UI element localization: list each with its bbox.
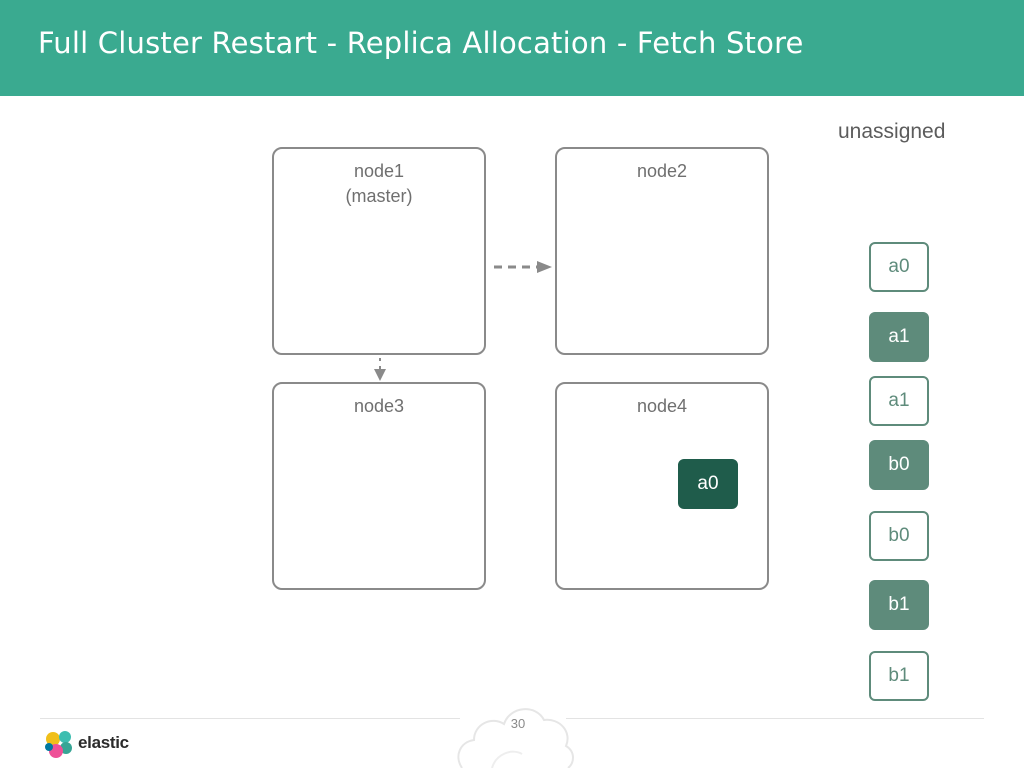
- unassigned-shard-a1-replica: a1: [869, 376, 929, 426]
- arrow-node1-to-node3: [374, 358, 386, 381]
- page-number: 30: [510, 716, 526, 731]
- node-name: node3: [353, 396, 405, 416]
- node-name: node4: [636, 396, 688, 416]
- slide-title: Full Cluster Restart - Replica Allocatio…: [38, 26, 804, 60]
- node-box-node3: node3: [272, 382, 486, 590]
- unassigned-shard-a1-primary: a1: [869, 312, 929, 362]
- node-box-node2: node2: [555, 147, 769, 355]
- node-name: node2: [636, 161, 688, 181]
- node-name: node1: [353, 161, 405, 181]
- unassigned-label: unassigned: [838, 120, 946, 143]
- footer-divider-right: [566, 718, 984, 719]
- elastic-logo-text: elastic: [78, 733, 129, 752]
- elastic-logo: elastic: [44, 728, 144, 760]
- header-bar: Full Cluster Restart - Replica Allocatio…: [0, 0, 1024, 96]
- node-role: (master): [345, 186, 413, 206]
- elastic-logo-icon: [45, 731, 72, 758]
- unassigned-shard-b1-primary: b1: [869, 580, 929, 630]
- unassigned-shard-b0-replica: b0: [869, 511, 929, 561]
- footer-divider-left: [40, 718, 460, 719]
- unassigned-shard-b0-primary: b0: [869, 440, 929, 490]
- arrow-node1-to-node2: [494, 261, 552, 273]
- unassigned-shard-b1-replica: b1: [869, 651, 929, 701]
- shard-a0-node4: a0: [678, 459, 738, 509]
- node-box-node1: node1 (master): [272, 147, 486, 355]
- unassigned-shard-a0-replica: a0: [869, 242, 929, 292]
- footer-cloud-watermark: [457, 708, 574, 768]
- node-box-node4: node4 a0: [555, 382, 769, 590]
